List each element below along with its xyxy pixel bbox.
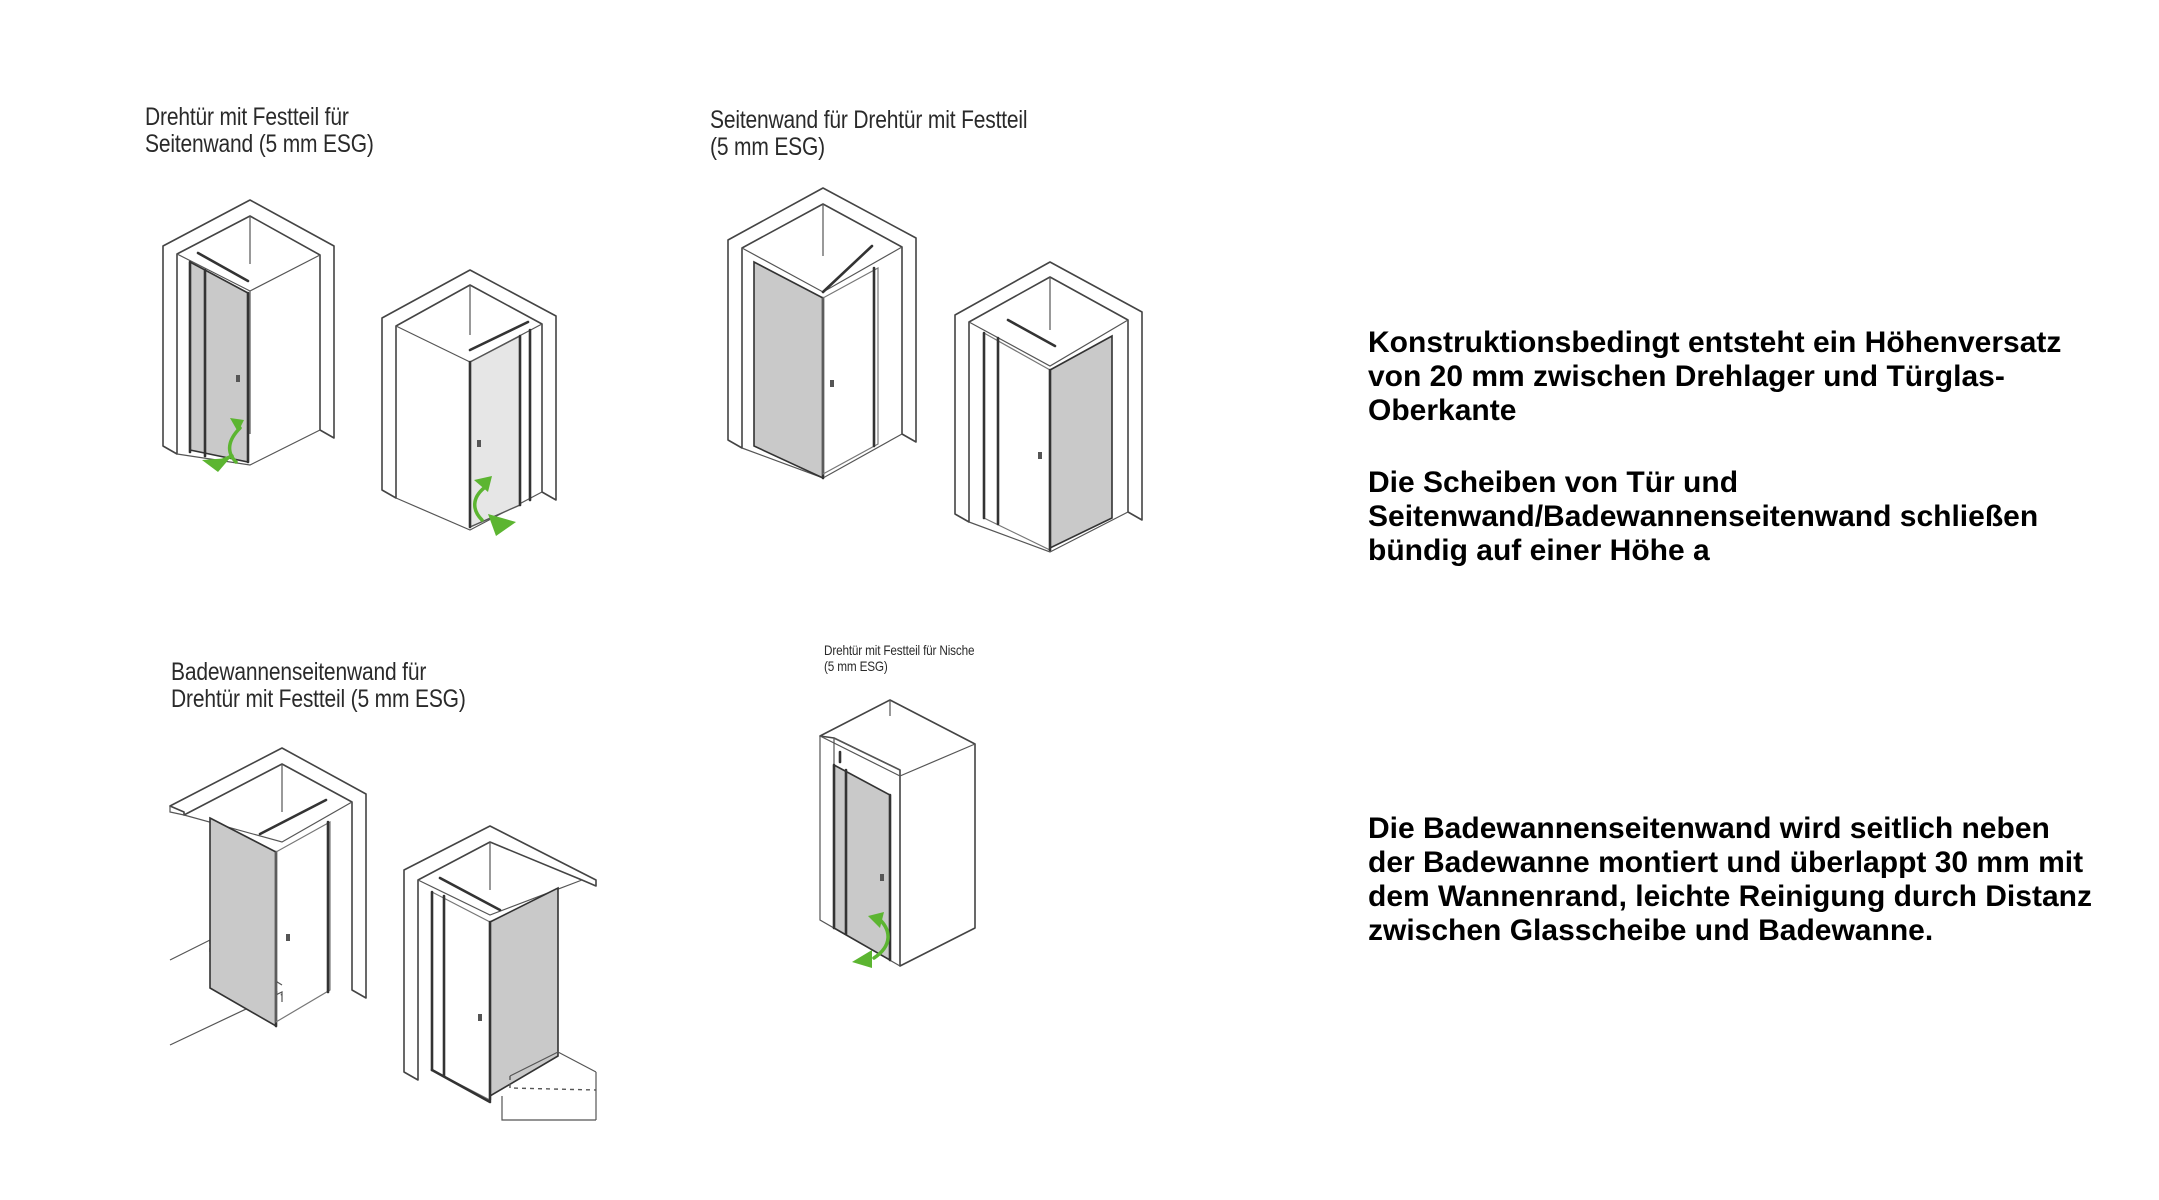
note-line: Konstruktionsbedingt entsteht ein Höhenv… bbox=[1368, 326, 2062, 359]
corner-door-left-illustration bbox=[162, 199, 335, 472]
note-line: dem Wannenrand, leichte Reinigung durch … bbox=[1368, 880, 2092, 913]
figure-label-line: Seitenwand für Drehtür mit Festteil bbox=[710, 106, 1028, 134]
figure-label-line: Seitenwand (5 mm ESG) bbox=[145, 130, 374, 158]
figure-label-line: Badewannenseitenwand für bbox=[171, 658, 427, 686]
note-line: Die Badewannenseitenwand wird seitlich n… bbox=[1368, 812, 2050, 845]
note-line: Die Scheiben von Tür und bbox=[1368, 466, 1739, 499]
figure-label-line: (5 mm ESG) bbox=[710, 133, 826, 161]
note-line: Oberkante bbox=[1368, 394, 1517, 427]
note-line: Seitenwand/Badewannenseitenwand schließe… bbox=[1368, 500, 2039, 533]
note-line: von 20 mm zwischen Drehlager und Türglas… bbox=[1368, 360, 2005, 393]
note-height-offset: Konstruktionsbedingt entsteht ein Höhenv… bbox=[1368, 326, 2128, 428]
side-wall-corner-a-illustration bbox=[727, 187, 917, 480]
figure-label-line: Drehtür mit Festteil (5 mm ESG) bbox=[171, 685, 466, 713]
bathtub-corner-b-illustration bbox=[403, 825, 597, 1121]
niche-door-illustration bbox=[819, 699, 976, 968]
corner-door-right-illustration bbox=[381, 269, 557, 536]
side-wall-corner-b-illustration bbox=[954, 261, 1143, 553]
note-bathtub-wall: Die Badewannenseitenwand wird seitlich n… bbox=[1368, 812, 2128, 948]
figure-label-top-right: Seitenwand für Drehtür mit Festteil (5 m… bbox=[710, 106, 1028, 161]
figure-label-bottom-right: Drehtür mit Festteil für Nische (5 mm ES… bbox=[824, 642, 975, 674]
note-line: bündig auf einer Höhe a bbox=[1368, 534, 1710, 567]
figure-label-line: Drehtür mit Festteil für Nische bbox=[824, 642, 975, 658]
bathtub-corner-a-illustration bbox=[169, 747, 367, 1046]
figure-label-top-left: Drehtür mit Festteil für Seitenwand (5 m… bbox=[145, 104, 374, 158]
note-line: zwischen Glasscheibe und Badewanne. bbox=[1368, 914, 1934, 947]
figure-label-line: (5 mm ESG) bbox=[824, 658, 888, 674]
figure-label-line: Drehtür mit Festteil für bbox=[145, 103, 349, 131]
note-flush-glass: Die Scheiben von Tür und Seitenwand/Bade… bbox=[1368, 466, 2128, 568]
figure-label-bottom-left: Badewannenseitenwand für Drehtür mit Fes… bbox=[171, 659, 466, 713]
note-line: der Badewanne montiert und überlappt 30 … bbox=[1368, 846, 2084, 879]
